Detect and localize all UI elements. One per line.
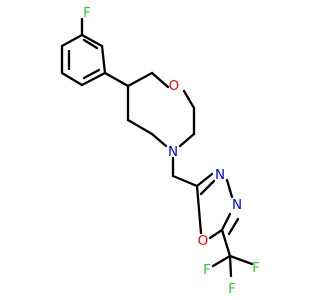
fluorine-atom-label: F (252, 260, 260, 276)
fluorine-atom-label: F (83, 5, 91, 21)
bond (220, 228, 232, 258)
bonds (60, 17, 254, 278)
molecule-structure: F O N N N O F F F (60, 5, 260, 297)
bond (211, 254, 232, 268)
bond (199, 179, 216, 196)
nitrogen-atom-label: N (232, 197, 242, 213)
bond (80, 71, 107, 87)
bond (82, 68, 101, 80)
bond (150, 71, 170, 89)
oxygen-atom-label: O (198, 233, 209, 249)
bond (100, 44, 107, 75)
bond (126, 118, 154, 136)
bond (228, 254, 254, 266)
bond (171, 174, 199, 188)
atom-labels: F O N N N O F F F (83, 5, 260, 297)
nitrogen-atom-label: N (168, 144, 178, 160)
bond (150, 132, 168, 148)
bond (195, 172, 214, 188)
bond (228, 254, 233, 278)
nitrogen-atom-label: N (215, 167, 225, 183)
bond (60, 33, 84, 48)
bond (225, 178, 234, 199)
bond (182, 89, 196, 110)
bond (82, 38, 99, 50)
bond (208, 228, 224, 240)
fluorine-atom-label: F (203, 262, 211, 278)
bond (220, 212, 232, 232)
bond (80, 33, 104, 48)
bond (103, 71, 130, 88)
bond (178, 132, 196, 148)
bond (195, 184, 203, 235)
oxygen-atom-label: O (169, 78, 180, 94)
fluorine-atom-label: F (228, 281, 236, 297)
bond (126, 71, 154, 88)
bond (60, 71, 84, 87)
bond (227, 217, 240, 236)
